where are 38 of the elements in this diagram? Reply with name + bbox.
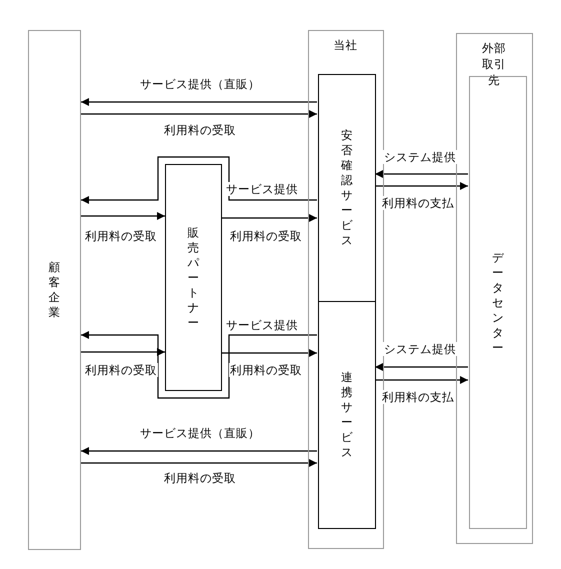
node-label: 顧客企業: [48, 260, 61, 320]
arrow: [81, 156, 317, 204]
node-label: データセンター: [492, 250, 504, 355]
edge-label: 利用料の受取: [163, 471, 237, 485]
service-box: [318, 301, 376, 529]
arrow: [81, 348, 165, 356]
service-box: [469, 76, 527, 529]
arrow: [81, 110, 317, 118]
edge-label: 利用料の受取: [84, 363, 158, 377]
arrow: [222, 349, 317, 357]
arrow: [375, 363, 468, 371]
edge-label: 利用料の受取: [229, 229, 303, 243]
arrow: [81, 212, 165, 220]
edge-label: 利用料の支払: [381, 196, 455, 210]
arrow: [375, 376, 468, 384]
arrow: [81, 447, 317, 455]
arrow: [81, 331, 317, 399]
edge-label: サービス提供: [225, 318, 299, 332]
arrow: [222, 214, 317, 222]
node-label: 販売パートナー: [187, 225, 200, 330]
node-label: 連携サービス: [340, 370, 354, 460]
edge-label: 利用料の受取: [163, 123, 237, 137]
arrow: [375, 182, 468, 190]
edge-label: サービス提供: [225, 182, 299, 196]
node-label: 当社: [332, 37, 358, 53]
arrow: [375, 170, 468, 178]
edge-label: 利用料の受取: [229, 363, 303, 377]
column-box: [308, 30, 384, 549]
edge-label: システム提供: [383, 150, 457, 164]
node-label: 安否確認サービス: [340, 128, 354, 248]
service-box: [318, 74, 376, 302]
edge-label: 利用料の支払: [381, 390, 455, 404]
column-box: [456, 33, 533, 544]
column-box: [165, 164, 222, 391]
edge-label: システム提供: [383, 342, 457, 356]
arrow: [81, 459, 317, 467]
arrow: [81, 98, 317, 106]
edge-label: 利用料の受取: [84, 229, 158, 243]
